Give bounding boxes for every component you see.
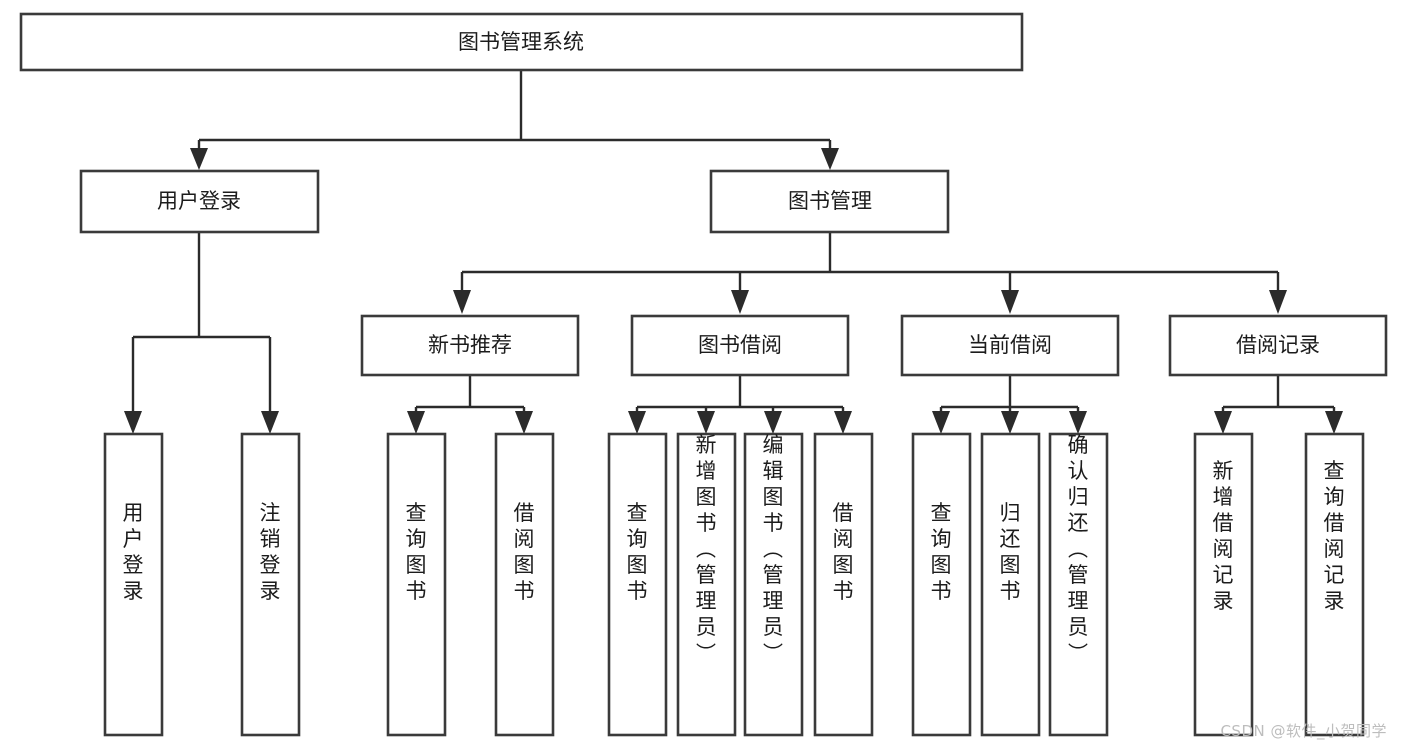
arrow-head-leaf-add-book [697,411,715,434]
connector-layer [124,70,1343,434]
node-user-login-label: 用户登录 [157,189,241,213]
node-new-book-recommend[interactable]: 新书推荐 [360,314,580,377]
node-leaf-query-book-2[interactable]: 查询图书 [607,432,668,737]
arrow-head-book-management [821,148,839,170]
node-book-borrow[interactable]: 图书借阅 [630,314,850,377]
node-leaf-query-record-box[interactable] [1304,432,1365,737]
node-current-borrow-box[interactable] [900,314,1120,377]
node-leaf-add-book-box[interactable] [676,432,737,737]
node-leaf-confirm-return-box[interactable] [1048,432,1109,737]
node-borrow-record-label: 借阅记录 [1236,333,1320,357]
node-new-book-recommend-box[interactable] [360,314,580,377]
node-leaf-edit-book-box[interactable] [743,432,804,737]
node-leaf-logout-login-box[interactable] [240,432,301,737]
node-leaf-logout-login-label: 注销登录 [260,501,281,603]
node-leaf-confirm-return[interactable]: 确认归还︵管理员︶ [1048,432,1109,737]
arrow-head-leaf-borrow-book-1 [515,411,533,434]
node-current-borrow-label: 当前借阅 [968,333,1052,357]
arrow-head-leaf-query-book-1 [407,411,425,434]
node-leaf-user-login-label: 用户登录 [123,501,144,603]
node-current-borrow[interactable]: 当前借阅 [900,314,1120,377]
node-leaf-logout-login[interactable]: 注销登录 [240,432,301,737]
node-leaf-return-book-label: 归还图书 [1000,501,1021,603]
arrow-head-leaf-query-book-3 [932,411,950,434]
node-leaf-query-book-1-label: 查询图书 [406,501,427,603]
node-leaf-borrow-book-1-box[interactable] [494,432,555,737]
node-leaf-add-book[interactable]: 新增图书︵管理员︶ [676,432,737,737]
node-leaf-add-book-label: 新增图书︵管理员︶ [696,433,717,665]
node-leaf-query-record[interactable]: 查询借阅记录 [1304,432,1365,737]
node-leaf-query-book-3[interactable]: 查询图书 [911,432,972,737]
node-leaf-edit-book[interactable]: 编辑图书︵管理员︶ [743,432,804,737]
arrow-head-current-borrow [1001,290,1019,314]
arrow-head-leaf-add-record [1214,411,1232,434]
node-leaf-return-book-box[interactable] [980,432,1041,737]
arrow-head-leaf-query-record [1325,411,1343,434]
node-leaf-query-record-label: 查询借阅记录 [1324,459,1345,613]
node-leaf-query-book-3-label: 查询图书 [931,501,952,603]
node-leaf-query-book-1-box[interactable] [386,432,447,737]
arrow-head-leaf-borrow-book-2 [834,411,852,434]
node-leaf-borrow-book-2-box[interactable] [813,432,874,737]
node-root-box[interactable] [19,12,1024,72]
arrow-head-leaf-edit-book [764,411,782,434]
node-leaf-edit-book-label: 编辑图书︵管理员︶ [763,433,784,665]
node-leaf-confirm-return-label: 确认归还︵管理员︶ [1068,433,1089,665]
node-book-borrow-box[interactable] [630,314,850,377]
node-new-book-recommend-label: 新书推荐 [428,333,512,357]
node-leaf-return-book[interactable]: 归还图书 [980,432,1041,737]
arrow-head-new-book-recommend [453,290,471,314]
node-book-management-box[interactable] [709,169,950,234]
node-leaf-user-login[interactable]: 用户登录 [103,432,164,737]
arrow-head-leaf-return-book [1001,411,1019,434]
arrow-head-book-borrow [731,290,749,314]
node-book-borrow-label: 图书借阅 [698,333,782,357]
arrow-head-leaf-confirm-return [1069,411,1087,434]
node-leaf-query-book-2-label: 查询图书 [627,501,648,603]
node-leaf-borrow-book-1-label: 借阅图书 [514,501,535,603]
arrow-head-user-login [190,148,208,170]
node-leaf-user-login-box[interactable] [103,432,164,737]
node-root[interactable]: 图书管理系统 [19,12,1024,72]
node-leaf-add-record[interactable]: 新增借阅记录 [1193,432,1254,737]
arrow-head-leaf-query-book-2 [628,411,646,434]
arrow-head-borrow-record [1269,290,1287,314]
node-book-management[interactable]: 图书管理 [709,169,950,234]
node-root-label: 图书管理系统 [458,30,584,54]
arrow-head-leaf-logout-login [261,411,279,434]
node-leaf-add-record-box[interactable] [1193,432,1254,737]
arrow-head-leaf-user-login [124,411,142,434]
node-leaf-borrow-book-2[interactable]: 借阅图书 [813,432,874,737]
node-user-login-box[interactable] [79,169,320,234]
node-leaf-borrow-book-1[interactable]: 借阅图书 [494,432,555,737]
node-leaf-query-book-3-box[interactable] [911,432,972,737]
node-borrow-record[interactable]: 借阅记录 [1168,314,1388,377]
node-book-management-label: 图书管理 [788,189,872,213]
node-leaf-query-book-1[interactable]: 查询图书 [386,432,447,737]
node-leaf-add-record-label: 新增借阅记录 [1213,459,1234,613]
node-leaf-borrow-book-2-label: 借阅图书 [833,501,854,603]
node-leaf-query-book-2-box[interactable] [607,432,668,737]
node-borrow-record-box[interactable] [1168,314,1388,377]
node-user-login[interactable]: 用户登录 [79,169,320,234]
